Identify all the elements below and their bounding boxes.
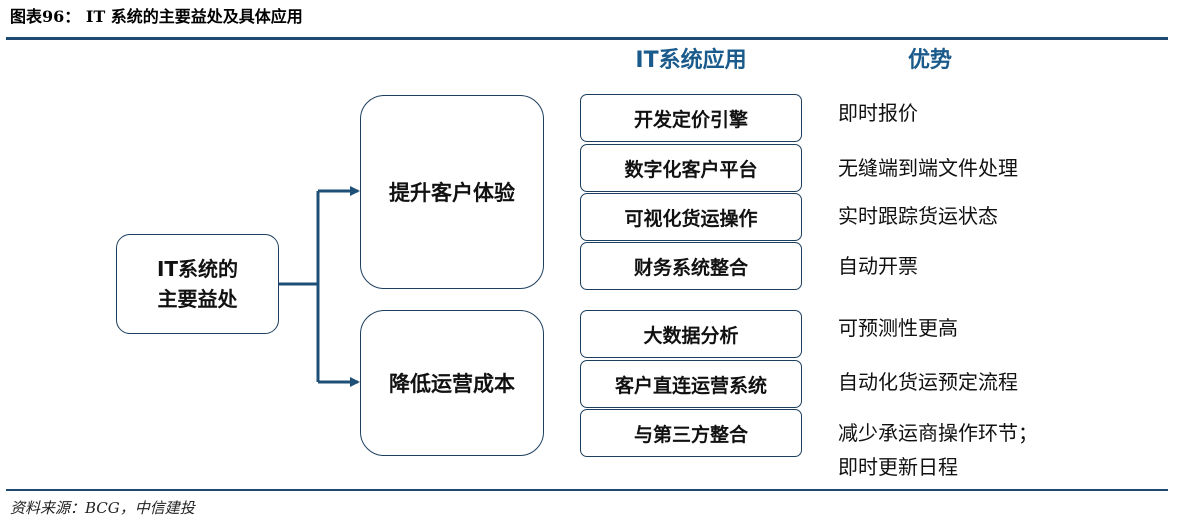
advantage-fewer-steps: 减少承运商操作环节； (838, 421, 1038, 445)
advantage-predictability: 可预测性更高 (838, 316, 958, 340)
top-rule (6, 37, 1168, 40)
figure-title: 图表96： IT 系统的主要益处及具体应用 (10, 7, 303, 26)
application-finance-integration: 财务系统整合 (580, 242, 802, 290)
bottom-rule (6, 489, 1168, 491)
root-line-1: IT系统的 (156, 257, 239, 281)
category-improve-customer-experience: 提升客户体验 (360, 95, 544, 289)
application-direct-connect: 客户直连运营系统 (580, 360, 802, 408)
advantages-header: 优势 (907, 48, 952, 73)
application-visual-freight: 可视化货运操作 (580, 193, 802, 241)
advantage-instant-schedule: 即时更新日程 (838, 455, 958, 479)
applications-header: IT系统应用 (635, 48, 747, 73)
advantage-realtime-tracking: 实时跟踪货运状态 (838, 204, 998, 228)
source-note: 资料来源：BCG，中信建投 (10, 499, 195, 517)
root-node: IT系统的 主要益处 (116, 234, 279, 334)
application-pricing-engine: 开发定价引擎 (580, 94, 802, 142)
application-digital-platform: 数字化客户平台 (580, 144, 802, 192)
advantage-seamless-documents: 无缝端到端文件处理 (838, 156, 1018, 180)
application-third-party: 与第三方整合 (580, 409, 802, 457)
application-big-data: 大数据分析 (580, 310, 802, 358)
category-reduce-operating-cost: 降低运营成本 (360, 310, 544, 456)
advantage-auto-booking: 自动化货运预定流程 (838, 370, 1018, 394)
root-line-2: 主要益处 (157, 287, 238, 311)
advantage-instant-quote: 即时报价 (838, 101, 918, 125)
advantage-auto-invoice: 自动开票 (838, 254, 918, 278)
